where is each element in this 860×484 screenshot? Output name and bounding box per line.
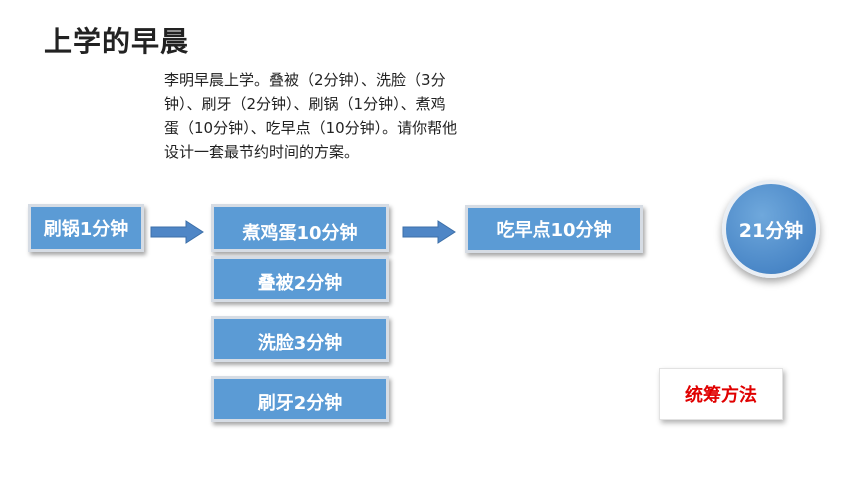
step-wash-face: 洗脸3分钟 (211, 316, 389, 362)
total-time-label: 21分钟 (738, 219, 804, 242)
problem-text: 李明早晨上学。叠被（2分钟）、洗脸（3分 钟）、刷牙（2分钟）、刷锅（1分钟）、… (164, 68, 534, 164)
method-button[interactable]: 统筹方法 (659, 368, 783, 420)
page-title: 上学的早晨 (44, 25, 190, 58)
step-breakfast: 吃早点10分钟 (465, 205, 643, 253)
arrow-shape (402, 220, 456, 244)
step-wash-pot: 刷锅1分钟 (28, 204, 144, 252)
method-label: 统筹方法 (685, 385, 757, 406)
arrow-right-icon (402, 220, 456, 244)
arrow-right-icon (150, 220, 204, 244)
step-label: 叠被2分钟 (257, 273, 343, 294)
problem-line: 李明早晨上学。叠被（2分钟）、洗脸（3分 (164, 71, 446, 89)
step-brush-teeth: 刷牙2分钟 (211, 376, 389, 422)
problem-line: 钟）、刷牙（2分钟）、刷锅（1分钟）、煮鸡 (164, 95, 446, 113)
problem-line: 设计一套最节约时间的方案。 (164, 143, 360, 161)
step-label: 刷牙2分钟 (257, 393, 343, 414)
step-label: 煮鸡蛋10分钟 (242, 223, 358, 244)
arrow-shape (150, 220, 204, 244)
step-label: 洗脸3分钟 (257, 333, 343, 354)
problem-line: 蛋（10分钟）、吃早点（10分钟）。请你帮他 (164, 119, 458, 137)
step-label: 刷锅1分钟 (43, 219, 129, 240)
total-time-badge: 21分钟 (722, 180, 820, 278)
step-fold-quilt: 叠被2分钟 (211, 256, 389, 302)
step-label: 吃早点10分钟 (496, 220, 612, 241)
step-boil-egg: 煮鸡蛋10分钟 (211, 204, 389, 252)
